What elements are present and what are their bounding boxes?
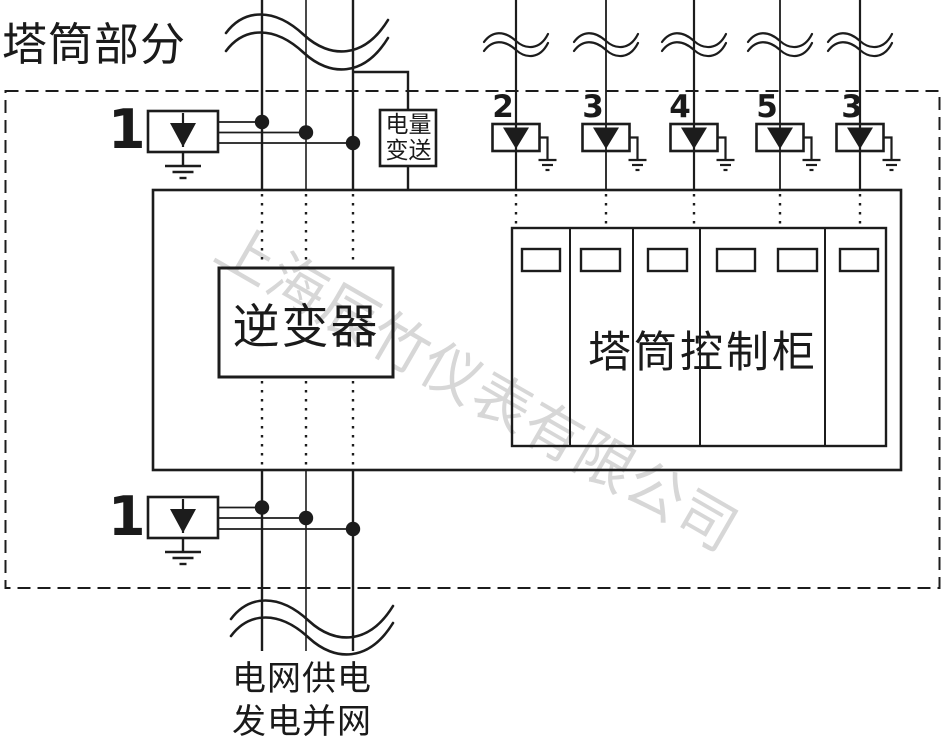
ground-icon [716, 158, 735, 172]
tower-section-dashed-border [4, 90, 941, 589]
power-lines-dotted [260, 194, 355, 467]
branch-lines [514, 0, 862, 227]
branch-number-4: 5 [756, 89, 778, 125]
page-title: 塔筒部分 [2, 18, 187, 71]
spd-top-number: 1 [108, 98, 146, 161]
branch-spd-devices [491, 122, 901, 172]
arrester-arrow-icon [593, 127, 619, 149]
ground-icon [628, 158, 647, 172]
branch-spd-2 [581, 122, 647, 172]
inverter-label: 逆变器 [232, 300, 380, 355]
junction-dots [254, 114, 361, 151]
control-cabinet-label: 塔筒控制柜 [588, 328, 818, 378]
transducer-label-line1: 电量 [385, 111, 432, 138]
arrester-arrow-icon [503, 127, 529, 149]
branch-number-5: 3 [841, 89, 863, 125]
ground-icon [882, 158, 901, 172]
arrester-arrow-icon [847, 127, 873, 149]
grid-connection-line1: 电网供电 [232, 659, 372, 699]
ground-icon [165, 152, 201, 180]
ground-icon [538, 158, 557, 172]
branch-spd-3 [669, 122, 735, 172]
spd-device-top [146, 109, 361, 180]
transducer-label: 电量 变送 [381, 110, 436, 166]
branch-number-3: 4 [669, 89, 691, 125]
break-symbols-branches [482, 32, 894, 58]
transducer-label-line2: 变送 [385, 138, 432, 164]
ground-icon [165, 538, 201, 566]
spd-bottom-number: 1 [108, 485, 146, 548]
branch-spd-4 [755, 122, 821, 172]
branch-spd-1 [491, 122, 557, 172]
branch-number-1: 2 [492, 89, 514, 125]
cabinet-dividers [569, 228, 826, 446]
ground-icon [802, 158, 821, 172]
control-cabinet [510, 226, 888, 448]
cabinet-windows [520, 247, 880, 273]
branch-spd-5 [835, 122, 901, 172]
transducer-box [353, 70, 438, 190]
arrester-arrow-icon [767, 127, 793, 149]
power-lines-bottom [260, 470, 355, 651]
spd-bottom-connections [218, 506, 353, 530]
break-symbol-top [224, 13, 390, 71]
arrester-arrow-icon [681, 127, 707, 149]
break-symbol-bottom [229, 599, 395, 656]
spd-device-bottom [146, 495, 361, 566]
inverter-box [217, 266, 395, 379]
grid-connection-line2: 发电并网 [232, 701, 372, 741]
power-lines-top [260, 0, 355, 190]
junction-dots [254, 500, 361, 537]
arrester-arrow-icon [170, 123, 196, 147]
branch-number-2: 3 [582, 89, 604, 125]
spd-top-connections [218, 121, 353, 144]
arrester-arrow-icon [170, 509, 196, 533]
main-enclosure-box [151, 188, 903, 472]
grid-connection-label: 电网供电 发电并网 [232, 658, 372, 741]
